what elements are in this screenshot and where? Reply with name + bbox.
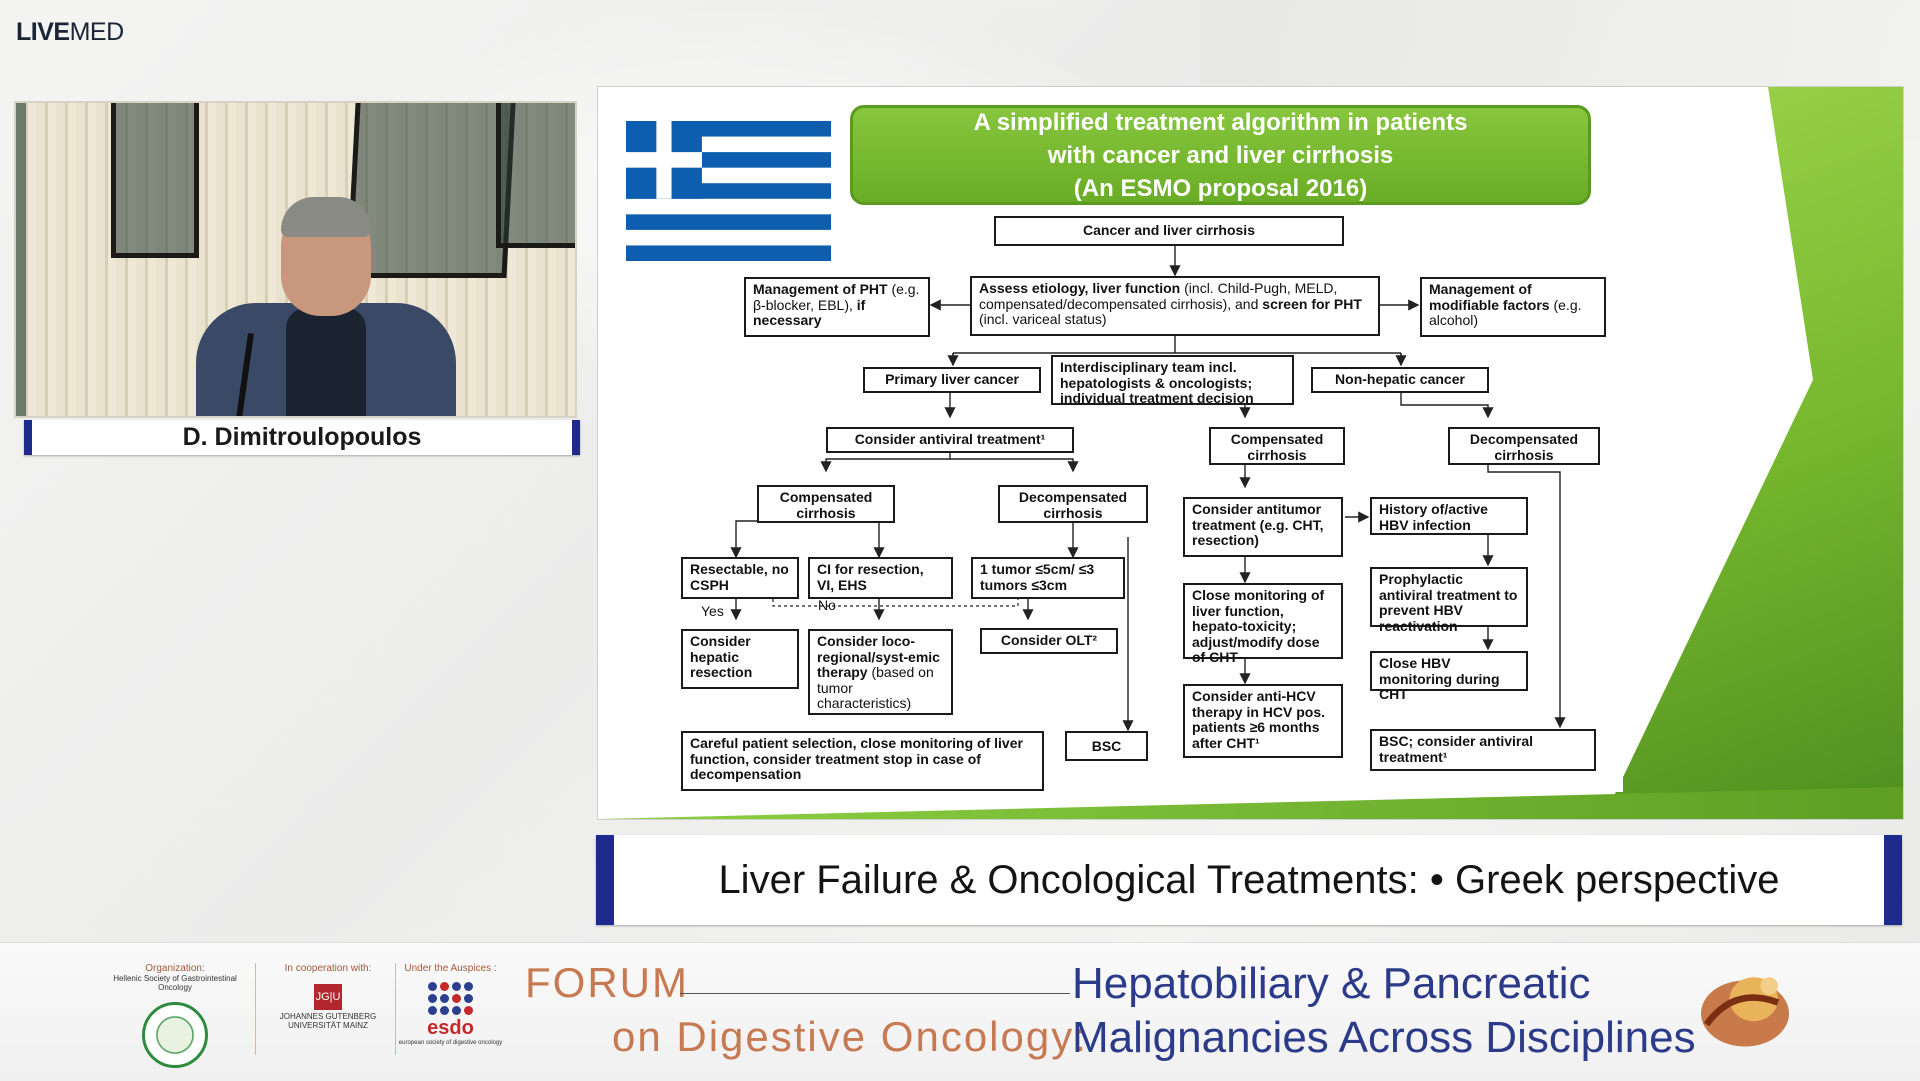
- node-prophylactic: Prophylactic antiviral treatment to prev…: [1370, 567, 1528, 633]
- node-team: Interdisciplinary team incl. hepatologis…: [1051, 355, 1294, 406]
- node-comp-left: Compensated cirrhosis: [757, 485, 895, 523]
- node-decomp-left: Decompensated cirrhosis: [998, 485, 1148, 523]
- forum-subtitle-2: Malignancies Across Disciplines: [1072, 1013, 1696, 1062]
- node-hepatic-resection: Consider hepatic resection: [681, 629, 799, 689]
- speaker-name: D. Dimitroulopoulos: [182, 423, 422, 451]
- speaker-figure: [186, 183, 466, 416]
- cooperation-block: In cooperation with: JG|U JOHANNES GUTEN…: [279, 963, 377, 1030]
- jgu-logo-icon: JG|U: [314, 984, 342, 1010]
- node-olt: Consider OLT²: [980, 628, 1118, 654]
- node-hbv-monitoring: Close HBV monitoring during CHT: [1370, 651, 1528, 702]
- esdo-logo-icon: [428, 982, 473, 1015]
- node-comp-right: Compensated cirrhosis: [1209, 427, 1345, 465]
- auspices-block: Under the Auspices : esdo european socie…: [398, 963, 503, 1046]
- label-yes: Yes: [701, 603, 724, 619]
- forum-divider: [680, 993, 1070, 994]
- node-nonhepatic: Non-hepatic cancer: [1311, 367, 1489, 393]
- node-pht: Management of PHT (e.g. β-blocker, EBL),…: [744, 277, 930, 337]
- node-modifiable: Management of modifiable factors (e.g. a…: [1420, 277, 1606, 337]
- presentation-slide: A simplified treatment algorithm in pati…: [597, 86, 1904, 820]
- forum-subtitle-1: Hepatobiliary & Pancreatic: [1072, 959, 1591, 1008]
- node-loco-regional: Consider loco-regional/syst-emic therapy…: [808, 629, 953, 715]
- forum-emblem-icon: [1701, 977, 1789, 1047]
- lantern-right: [496, 103, 575, 248]
- node-anti-hcv: Consider anti-HCV therapy in HCV pos. pa…: [1183, 684, 1343, 758]
- forum-title-2: on Digestive Oncology:: [612, 1013, 1088, 1060]
- flowchart-connectors: [730, 245, 1566, 732]
- node-bsc: BSC: [1065, 731, 1148, 761]
- label-no: No: [818, 597, 836, 613]
- greek-flag-icon: [626, 121, 831, 261]
- forum-title-1: FORUM: [525, 959, 689, 1006]
- node-careful: Careful patient selection, close monitor…: [681, 731, 1044, 791]
- lantern-left: [111, 103, 199, 258]
- slide-title: A simplified treatment algorithm in pati…: [850, 105, 1591, 205]
- node-antitumor: Consider antitumor treatment (e.g. CHT, …: [1183, 497, 1343, 557]
- curtain-edge: [16, 103, 26, 416]
- talk-title-bar: Liver Failure & Oncological Treatments: …: [596, 835, 1902, 925]
- node-decomp-right: Decompensated cirrhosis: [1448, 427, 1600, 465]
- talk-title: Liver Failure & Oncological Treatments: …: [718, 857, 1780, 902]
- speaker-name-bar: D. Dimitroulopoulos: [24, 420, 580, 455]
- slide-green-deco: [1603, 87, 1903, 819]
- hsgo-seal-icon: [142, 1002, 208, 1068]
- node-resectable: Resectable, no CSPH: [681, 557, 799, 599]
- livemed-logo: LIVEMED: [16, 18, 124, 46]
- node-tumor: 1 tumor ≤5cm/ ≤3 tumors ≤3cm: [971, 557, 1125, 599]
- node-antiviral: Consider antiviral treatment¹: [826, 427, 1074, 453]
- node-hbv-history: History of/active HBV infection: [1370, 497, 1528, 535]
- organization-block: Organization: Hellenic Society of Gastro…: [100, 963, 250, 1068]
- node-bsc-antiviral: BSC; consider antiviral treatment¹: [1370, 729, 1596, 771]
- node-root: Cancer and liver cirrhosis: [994, 216, 1344, 246]
- slide-content: A simplified treatment algorithm in pati…: [598, 87, 1623, 792]
- event-footer: Organization: Hellenic Society of Gastro…: [0, 942, 1920, 1081]
- node-primary: Primary liver cancer: [863, 367, 1041, 393]
- speaker-video: [14, 101, 577, 418]
- node-close-monitoring: Close monitoring of liver function, hepa…: [1183, 583, 1343, 665]
- node-ci: CI for resection, VI, EHS: [808, 557, 953, 599]
- node-assess: Assess etiology, liver function (incl. C…: [970, 276, 1380, 336]
